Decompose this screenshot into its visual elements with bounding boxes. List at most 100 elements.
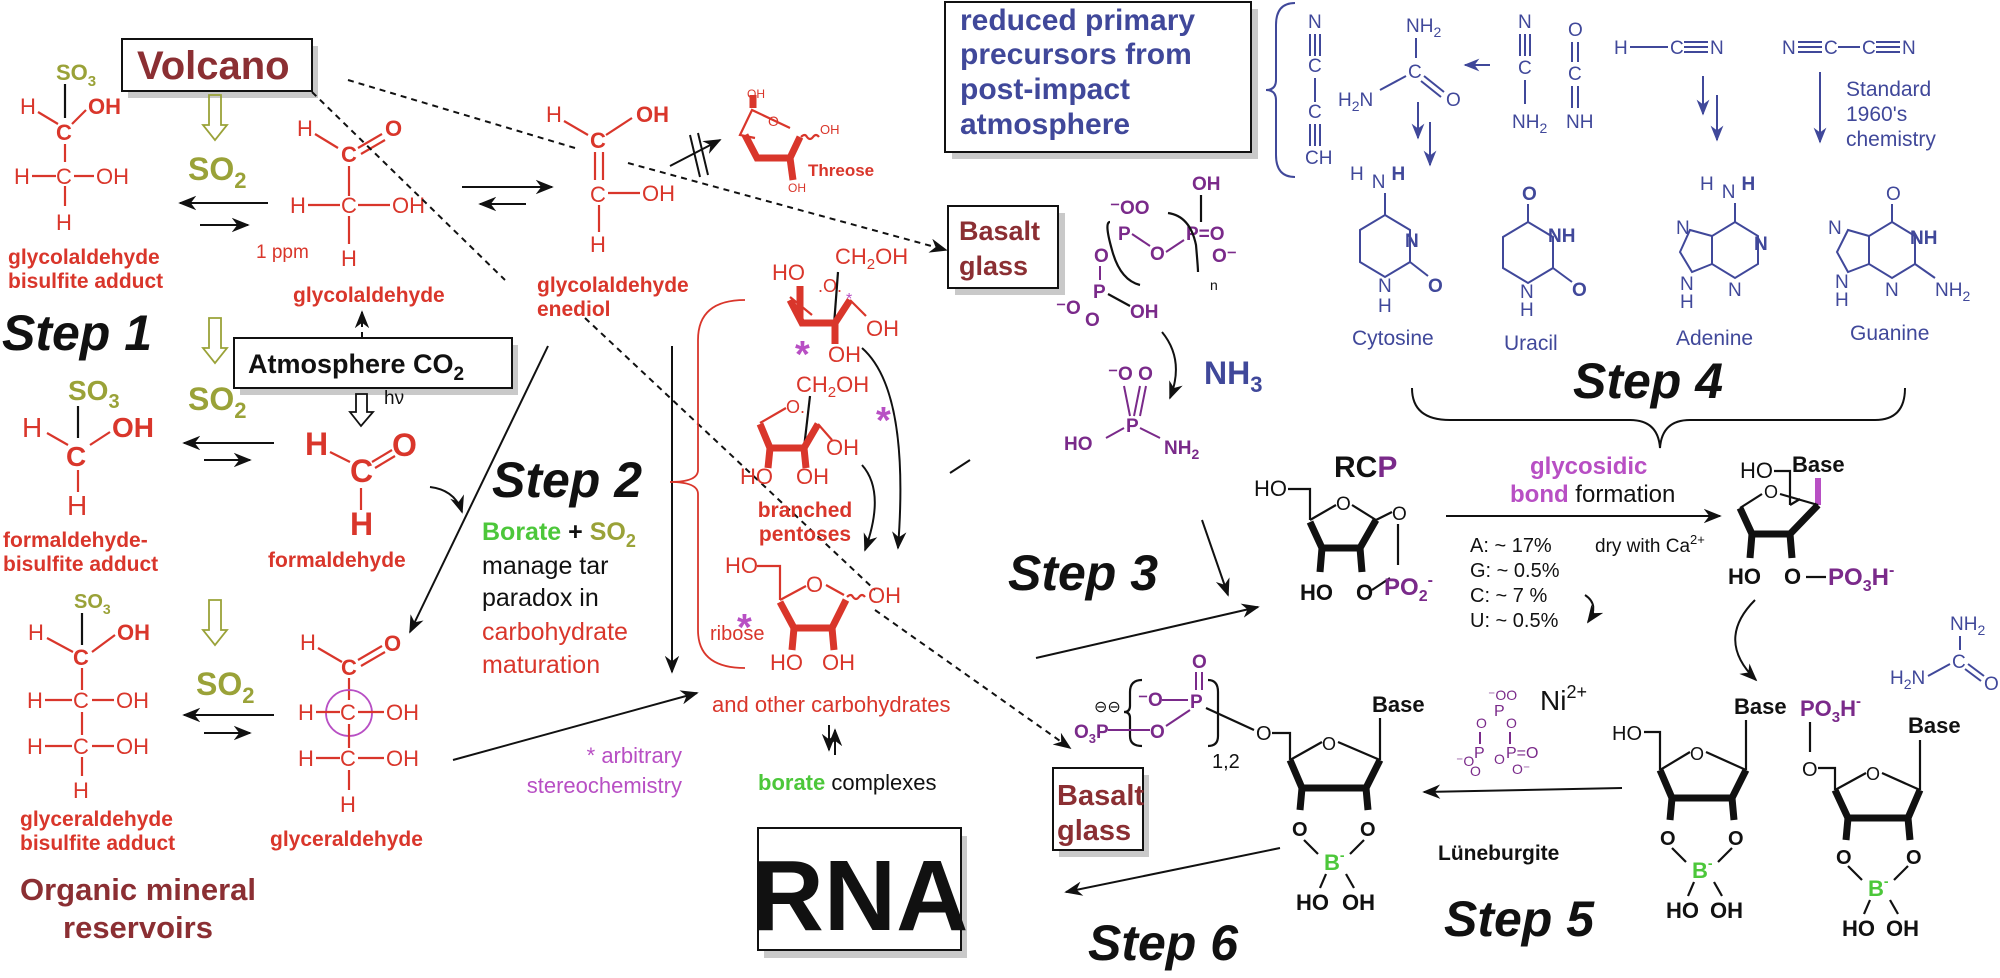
dashed-pathway	[627, 162, 948, 253]
svg-text:1,2: 1,2	[1212, 751, 1240, 773]
svg-text:P: P	[1190, 692, 1203, 713]
svg-text:OH: OH	[117, 620, 150, 645]
svg-text:PO3H-: PO3H-	[1828, 562, 1894, 595]
svg-text:C: C	[73, 688, 89, 713]
svg-text:N: N	[1676, 218, 1690, 239]
svg-text:HNH: HNH	[1700, 174, 1755, 203]
svg-text:HO: HO	[772, 260, 805, 285]
glycolaldehyde-enediol-molecule: H C OH C OH H	[546, 102, 675, 257]
svg-text:C: C	[1670, 38, 1684, 59]
glycosidic-label: glycosidic	[1530, 453, 1647, 480]
svg-text:OH: OH	[116, 688, 149, 713]
svg-text:C: C	[1408, 62, 1422, 83]
svg-text:NH: NH	[1548, 226, 1575, 247]
phosphorylation-arrow	[1422, 784, 1623, 799]
svg-text:atmosphere: atmosphere	[960, 108, 1130, 141]
svg-text:H: H	[300, 630, 316, 655]
svg-text:OH: OH	[1886, 916, 1919, 941]
basalt-glass-box-bottom: Basalt glass	[1052, 767, 1149, 857]
svg-text:H: H	[290, 193, 306, 218]
svg-text:CH: CH	[1305, 148, 1332, 169]
svg-text:B-: B-	[1692, 855, 1713, 883]
precursors-brace	[1265, 2, 1296, 178]
svg-text:glass: glass	[1057, 815, 1131, 847]
formaldehyde-bisulfite-label: formaldehyde-bisulfite adduct	[3, 529, 158, 576]
svg-text:OH: OH	[1710, 898, 1743, 923]
svg-text:OH: OH	[386, 700, 419, 725]
svg-text:O: O	[1784, 564, 1801, 589]
reaction-arrow	[452, 690, 699, 761]
nucleotide-cyclophosphate-borate-molecule: ⊖⊖ ⁻O O P O3P O O 1,2 Base O O O B- HO O…	[1074, 652, 1425, 915]
svg-text:precursors from: precursors from	[960, 38, 1192, 71]
svg-text:O.: O.	[786, 397, 805, 417]
svg-text:C: C	[1952, 652, 1966, 673]
svg-text:O: O	[1660, 828, 1676, 850]
svg-text:N: N	[1828, 218, 1842, 239]
svg-text:H: H	[1835, 290, 1849, 311]
svg-text:C: C	[1518, 58, 1532, 79]
svg-text:SO2: SO2	[188, 151, 246, 193]
svg-text:OH: OH	[636, 102, 669, 127]
svg-text:H2N: H2N	[1338, 90, 1373, 114]
svg-text:glass: glass	[959, 251, 1028, 281]
svg-text:OH: OH	[88, 94, 121, 119]
svg-text:P: P	[1494, 703, 1505, 720]
guanine-label: Guanine	[1850, 322, 1929, 345]
svg-text:OH: OH	[826, 435, 859, 460]
glycolaldehyde-label: glycolaldehyde	[293, 284, 445, 307]
svg-text:H: H	[14, 164, 30, 189]
svg-text:O3P: O3P	[1074, 722, 1109, 746]
svg-text:A: ~ 17%: A: ~ 17%	[1470, 535, 1552, 557]
svg-text:C: C	[590, 128, 606, 153]
trimetaphosphate-molecule: ⁻OO P O O P O P=O ⁻O O O⁻	[1456, 687, 1538, 779]
nucleoside-2-phosphate-molecule: Base HO O HO O PO3H-	[1728, 452, 1894, 595]
svg-text:O: O	[1506, 715, 1517, 731]
glyceraldehyde-molecule: H C O H C OH H C OH H	[298, 630, 419, 817]
svg-text:O: O	[1292, 819, 1308, 841]
dry-calcium-label: dry with Ca2+	[1595, 532, 1705, 557]
step2-label: Step 2	[492, 452, 642, 508]
svg-text:SO3: SO3	[74, 591, 111, 617]
svg-text:*: *	[737, 607, 752, 649]
svg-text:OH: OH	[96, 164, 129, 189]
cyanoacetylene-molecule: N C C CH	[1305, 12, 1332, 169]
svg-text:O: O	[1836, 847, 1852, 869]
svg-text:O: O	[1764, 482, 1778, 502]
svg-text:HO: HO	[740, 464, 773, 489]
svg-text:U: ~ 0.5%: U: ~ 0.5%	[1470, 610, 1559, 632]
svg-text:O: O	[1150, 722, 1165, 743]
volcano-box: Volcano	[121, 38, 318, 98]
svg-text:N: N	[1835, 272, 1849, 293]
formaldehyde-molecule: H C O H	[305, 426, 417, 542]
svg-text:C: C	[1568, 64, 1582, 85]
svg-text:OH: OH	[866, 316, 899, 341]
svg-text:SO3: SO3	[68, 375, 120, 413]
svg-text:n: n	[1210, 277, 1218, 293]
svg-text:B-: B-	[1324, 847, 1345, 875]
svg-text:H: H	[340, 792, 356, 817]
svg-text:HO: HO	[1296, 890, 1329, 915]
svg-text:N: N	[1782, 38, 1796, 59]
atmosphere-co2-box: Atmosphere CO2	[233, 337, 518, 395]
svg-text:NH2: NH2	[1935, 280, 1970, 304]
svg-text:H: H	[1680, 292, 1694, 313]
hollow-arrow-icon	[348, 393, 375, 428]
dashed-pathway	[874, 609, 1072, 750]
svg-text:OH: OH	[828, 342, 861, 367]
svg-text:HO: HO	[725, 553, 758, 578]
svg-text:H: H	[1614, 38, 1628, 59]
svg-text:OH: OH	[1192, 174, 1221, 195]
urea-molecule: NH2 C H2N O	[1338, 16, 1461, 114]
svg-text:C: ~ 7 %: C: ~ 7 %	[1470, 585, 1547, 607]
svg-text:HO: HO	[1728, 564, 1761, 589]
svg-text:O: O	[1256, 723, 1272, 745]
svg-text:Basalt: Basalt	[959, 216, 1040, 246]
svg-text:CH2OH: CH2OH	[835, 244, 908, 273]
nucleoside-yields: A: ~ 17% G: ~ 0.5% C: ~ 7 % U: ~ 0.5%	[1470, 535, 1604, 632]
svg-text:C: C	[350, 453, 373, 489]
svg-text:C: C	[1308, 102, 1322, 123]
